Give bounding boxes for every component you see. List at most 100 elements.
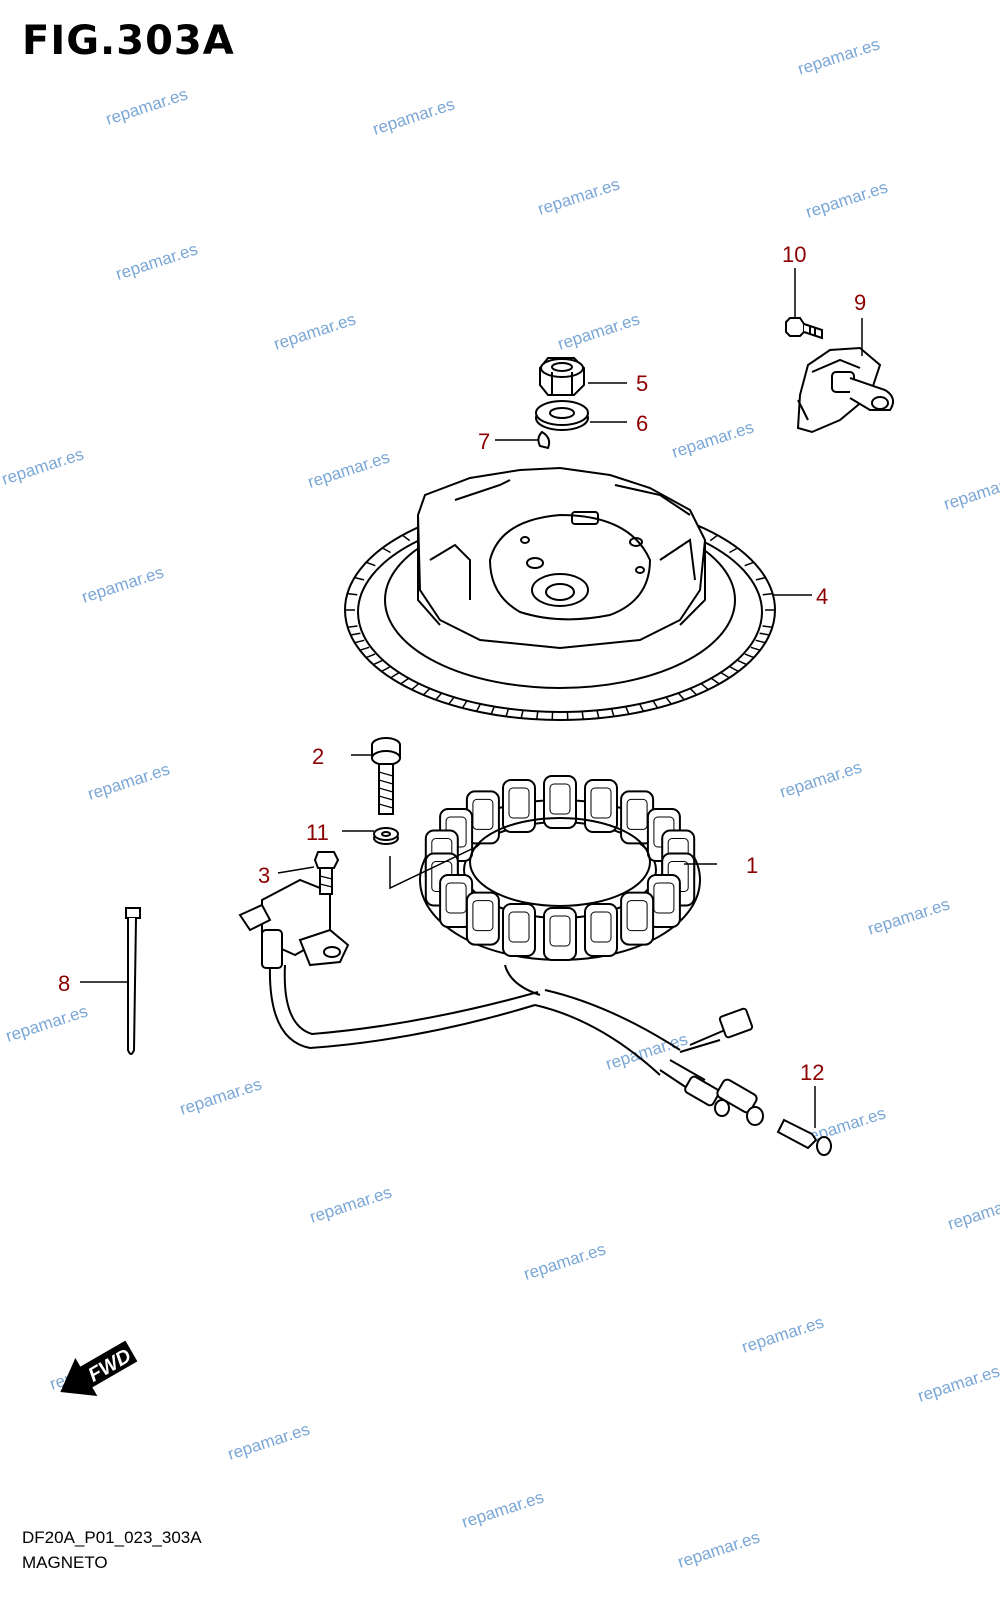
- flywheel-tooth: [744, 653, 755, 659]
- figure-name: MAGNETO: [22, 1553, 108, 1572]
- callout-2: 2: [312, 744, 324, 769]
- watermark-text: repamar.es: [535, 174, 622, 218]
- flywheel-tooth: [759, 632, 770, 636]
- watermark-text: repamar.es: [739, 1312, 826, 1356]
- watermark-text: repamar.es: [103, 84, 190, 128]
- stator-coil-winding: [590, 787, 612, 819]
- flywheel-tooth: [535, 711, 539, 720]
- flywheel-tooth: [359, 646, 370, 651]
- watermark-text: repamar.es: [177, 1074, 264, 1118]
- stator-coil-winding: [653, 882, 675, 914]
- stator-coil: [620, 891, 655, 946]
- terminal-12: [776, 1118, 832, 1156]
- stator-coil: [543, 907, 577, 961]
- figure-title: FIG.303A: [22, 18, 235, 64]
- watermark-text: repamar.es: [795, 34, 882, 78]
- stator: [419, 775, 701, 961]
- bolt-2: [371, 737, 401, 815]
- callout-10: 10: [782, 242, 806, 267]
- leader-lines: [80, 268, 863, 1128]
- flywheel-nut: [539, 357, 585, 396]
- flywheel-tooth: [373, 659, 383, 666]
- flywheel-tooth: [755, 576, 766, 581]
- watermark-text: repamar.es: [113, 239, 200, 283]
- watermark-text: repamar.es: [777, 757, 864, 801]
- flywheel-tooth: [652, 700, 659, 709]
- flywheel-tooth: [461, 700, 468, 709]
- bolt-3: [313, 851, 340, 895]
- watermark-text: repamar.es: [941, 469, 1000, 513]
- watermark-text: repamar.es: [225, 1419, 312, 1463]
- flywheel-tooth: [762, 592, 773, 596]
- flywheel-tooth: [700, 683, 709, 691]
- flywheel: [344, 466, 776, 721]
- flywheel-tooth: [596, 710, 600, 719]
- watermark-text: repamar.es: [945, 1189, 1000, 1233]
- stator-coil-winding: [508, 911, 530, 943]
- watermark-text: repamar.es: [865, 894, 952, 938]
- flywheel-tooth: [366, 561, 376, 567]
- stator-coil: [543, 775, 577, 829]
- watermark-text: repamar.es: [675, 1527, 762, 1571]
- flywheel-tooth: [411, 683, 420, 691]
- flywheel-tooth: [750, 646, 761, 651]
- flywheel-tooth: [365, 653, 376, 659]
- stator-coil: [584, 779, 618, 833]
- watermark-text: repamar.es: [555, 309, 642, 353]
- stator-coil-winding: [472, 900, 494, 932]
- pulser-sensor: [796, 346, 895, 434]
- flywheel-tooth: [610, 708, 615, 717]
- watermark-text: repamar.es: [85, 759, 172, 803]
- watermark-text: repamar.es: [305, 447, 392, 491]
- watermark-text: repamar.es: [669, 417, 756, 461]
- flywheel-tooth: [520, 710, 524, 719]
- stator-coil-winding: [549, 783, 571, 815]
- flywheel-tooth: [729, 547, 738, 554]
- callout-6: 6: [636, 411, 648, 436]
- flywheel-tooth: [400, 677, 409, 685]
- flywheel-tooth: [354, 576, 365, 581]
- flywheel-tooth: [755, 639, 766, 644]
- flywheel-tooth: [382, 547, 391, 554]
- stator-coil-winding: [590, 911, 612, 943]
- flywheel-tooth: [638, 703, 645, 712]
- flywheel-tooth: [350, 632, 361, 636]
- watermark-layer: repamar.es repamar.es repamar.es repamar.es…: [0, 34, 1000, 1571]
- watermark-text: repamar.es: [603, 1029, 690, 1073]
- callout-8: 8: [58, 971, 70, 996]
- woodruff-key: [537, 430, 551, 450]
- callout-7: 7: [478, 429, 490, 454]
- flywheel-tooth: [448, 696, 455, 705]
- watermark-text: repamar.es: [370, 94, 457, 138]
- callout-9: 9: [854, 290, 866, 315]
- flywheel-tooth: [711, 677, 720, 685]
- flywheel-tooth: [475, 703, 482, 712]
- stator-coil-winding: [508, 787, 530, 819]
- flywheel-tooth: [381, 666, 391, 673]
- flywheel-tooth: [422, 688, 431, 696]
- watermark-text: repamar.es: [0, 444, 86, 488]
- bolt-10: [785, 317, 823, 340]
- flywheel-tooth: [762, 625, 773, 628]
- harness-block: [238, 878, 350, 969]
- callout-12: 12: [800, 1060, 824, 1085]
- callout-1: 1: [746, 853, 758, 878]
- watermark-text: repamar.es: [521, 1239, 608, 1283]
- callout-3: 3: [258, 863, 270, 888]
- flywheel-washer: [535, 400, 589, 431]
- stator-coil-winding: [472, 798, 494, 830]
- wire-connectors: [684, 1007, 764, 1126]
- watermark-text: repamar.es: [3, 1001, 90, 1045]
- flywheel-tooth: [709, 534, 719, 542]
- flywheel-tooth: [665, 696, 672, 705]
- stator-coil-winding: [626, 900, 648, 932]
- callout-11: 11: [306, 820, 329, 845]
- flywheel-tooth: [744, 561, 754, 567]
- watermark-text: repamar.es: [307, 1182, 394, 1226]
- cable-tie: [125, 907, 141, 1055]
- flywheel-tooth: [401, 534, 411, 542]
- stator-coil-winding: [445, 882, 467, 914]
- stator-coil: [465, 891, 500, 946]
